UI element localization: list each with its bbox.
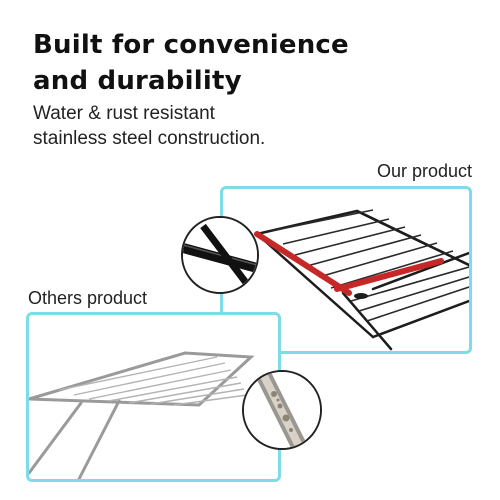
headline: Built for convenience and durability (33, 27, 349, 99)
black-coated-rod-closeup (183, 218, 257, 292)
headline-line-2: and durability (33, 66, 242, 96)
subheadline: Water & rust resistant stainless steel c… (33, 101, 265, 151)
our-drying-rack-illustration (254, 209, 469, 351)
subheadline-line-2: stainless steel construction. (33, 128, 266, 149)
our-product-label: Our product (376, 161, 472, 181)
headline-line-1: Built for convenience (33, 30, 349, 60)
our-product-closeup (181, 216, 259, 294)
others-product-label: Others product (28, 288, 148, 308)
subheadline-line-1: Water & rust resistant (33, 103, 215, 124)
rusted-rod-closeup (244, 372, 320, 448)
others-product-panel (26, 312, 281, 482)
others-product-closeup (242, 370, 322, 450)
others-drying-rack-illustration (29, 351, 255, 479)
